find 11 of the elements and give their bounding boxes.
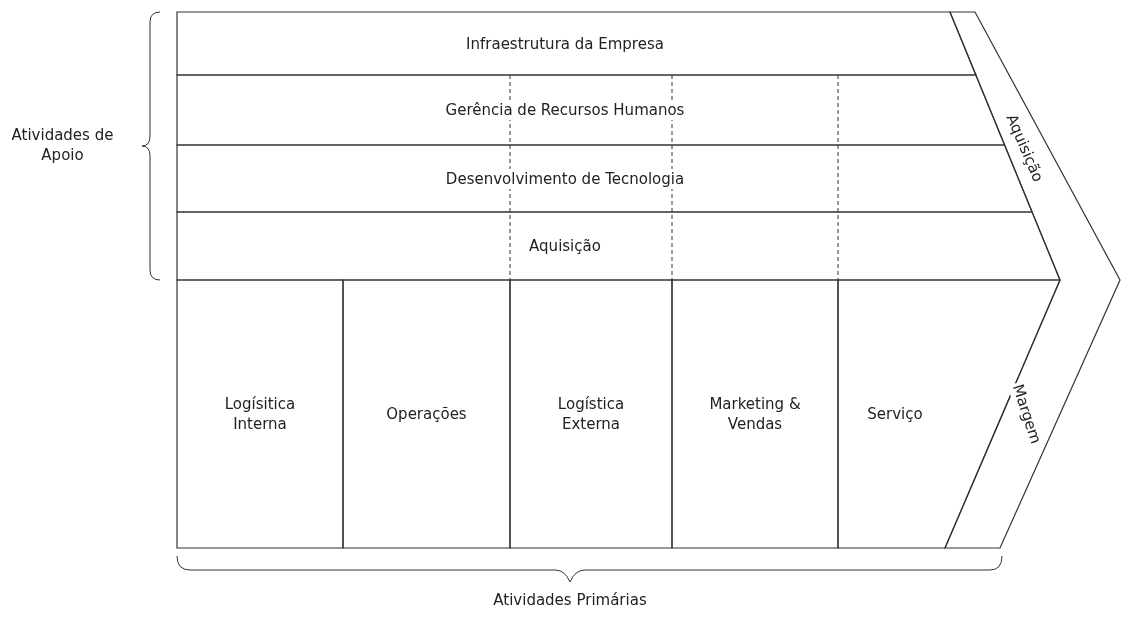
group-label: Atividades Primárias (492, 590, 648, 610)
activity-label: Aquisição (527, 236, 603, 256)
activity-label: Gerência de Recursos Humanos (443, 100, 687, 120)
group-label: Atividades de Apoio (10, 125, 115, 165)
primary-activity-column (838, 280, 1060, 548)
primary-activity-column (343, 280, 510, 548)
margin-band (945, 12, 1120, 548)
support-activity-row (177, 212, 1060, 280)
primary-activity-column (510, 280, 672, 548)
primary-activity-column (672, 280, 838, 548)
primary-activity-column (177, 280, 343, 548)
